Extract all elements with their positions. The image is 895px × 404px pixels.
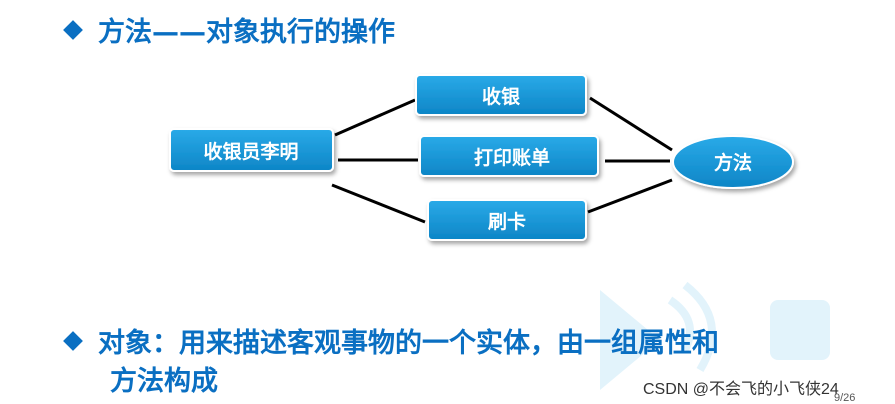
method-ellipse: 方法 [672, 135, 794, 189]
method-ellipse-label: 方法 [714, 151, 752, 174]
heading-object-continued: 方法构成 [110, 366, 218, 397]
method-node-print-bill-label: 打印账单 [474, 146, 550, 169]
method-node-cashier-label: 收银 [482, 85, 521, 108]
method-node-swipe-card-label: 刷卡 [488, 210, 526, 233]
connector-object-to-cashier [334, 98, 416, 137]
connector-cashier-to-method [589, 96, 673, 152]
connector-lines [331, 96, 673, 224]
heading-object: 对象：用来描述客观事物的一个实体，由一组属性和 [63, 326, 719, 362]
diamond-bullet-icon [63, 331, 83, 351]
heading-methods: 方法——对象执行的操作 [63, 15, 395, 51]
connector-object-to-card [331, 183, 426, 224]
bigdata-watermark-logo [600, 281, 830, 390]
csdn-credit: CSDN @不会飞的小飞侠24 [643, 381, 839, 398]
method-node-print-bill: 打印账单 [419, 135, 599, 177]
heading-methods-text: 方法——对象执行的操作 [98, 17, 395, 48]
connector-card-to-method [587, 178, 673, 214]
method-node-cashier: 收银 [415, 74, 587, 116]
object-node: 收银员李明 [169, 128, 334, 172]
method-node-swipe-card: 刷卡 [427, 199, 587, 241]
object-node-label: 收银员李明 [203, 140, 298, 163]
page-number: 9/26 [834, 392, 856, 404]
heading-object-text: 对象：用来描述客观事物的一个实体，由一组属性和 [98, 328, 719, 359]
